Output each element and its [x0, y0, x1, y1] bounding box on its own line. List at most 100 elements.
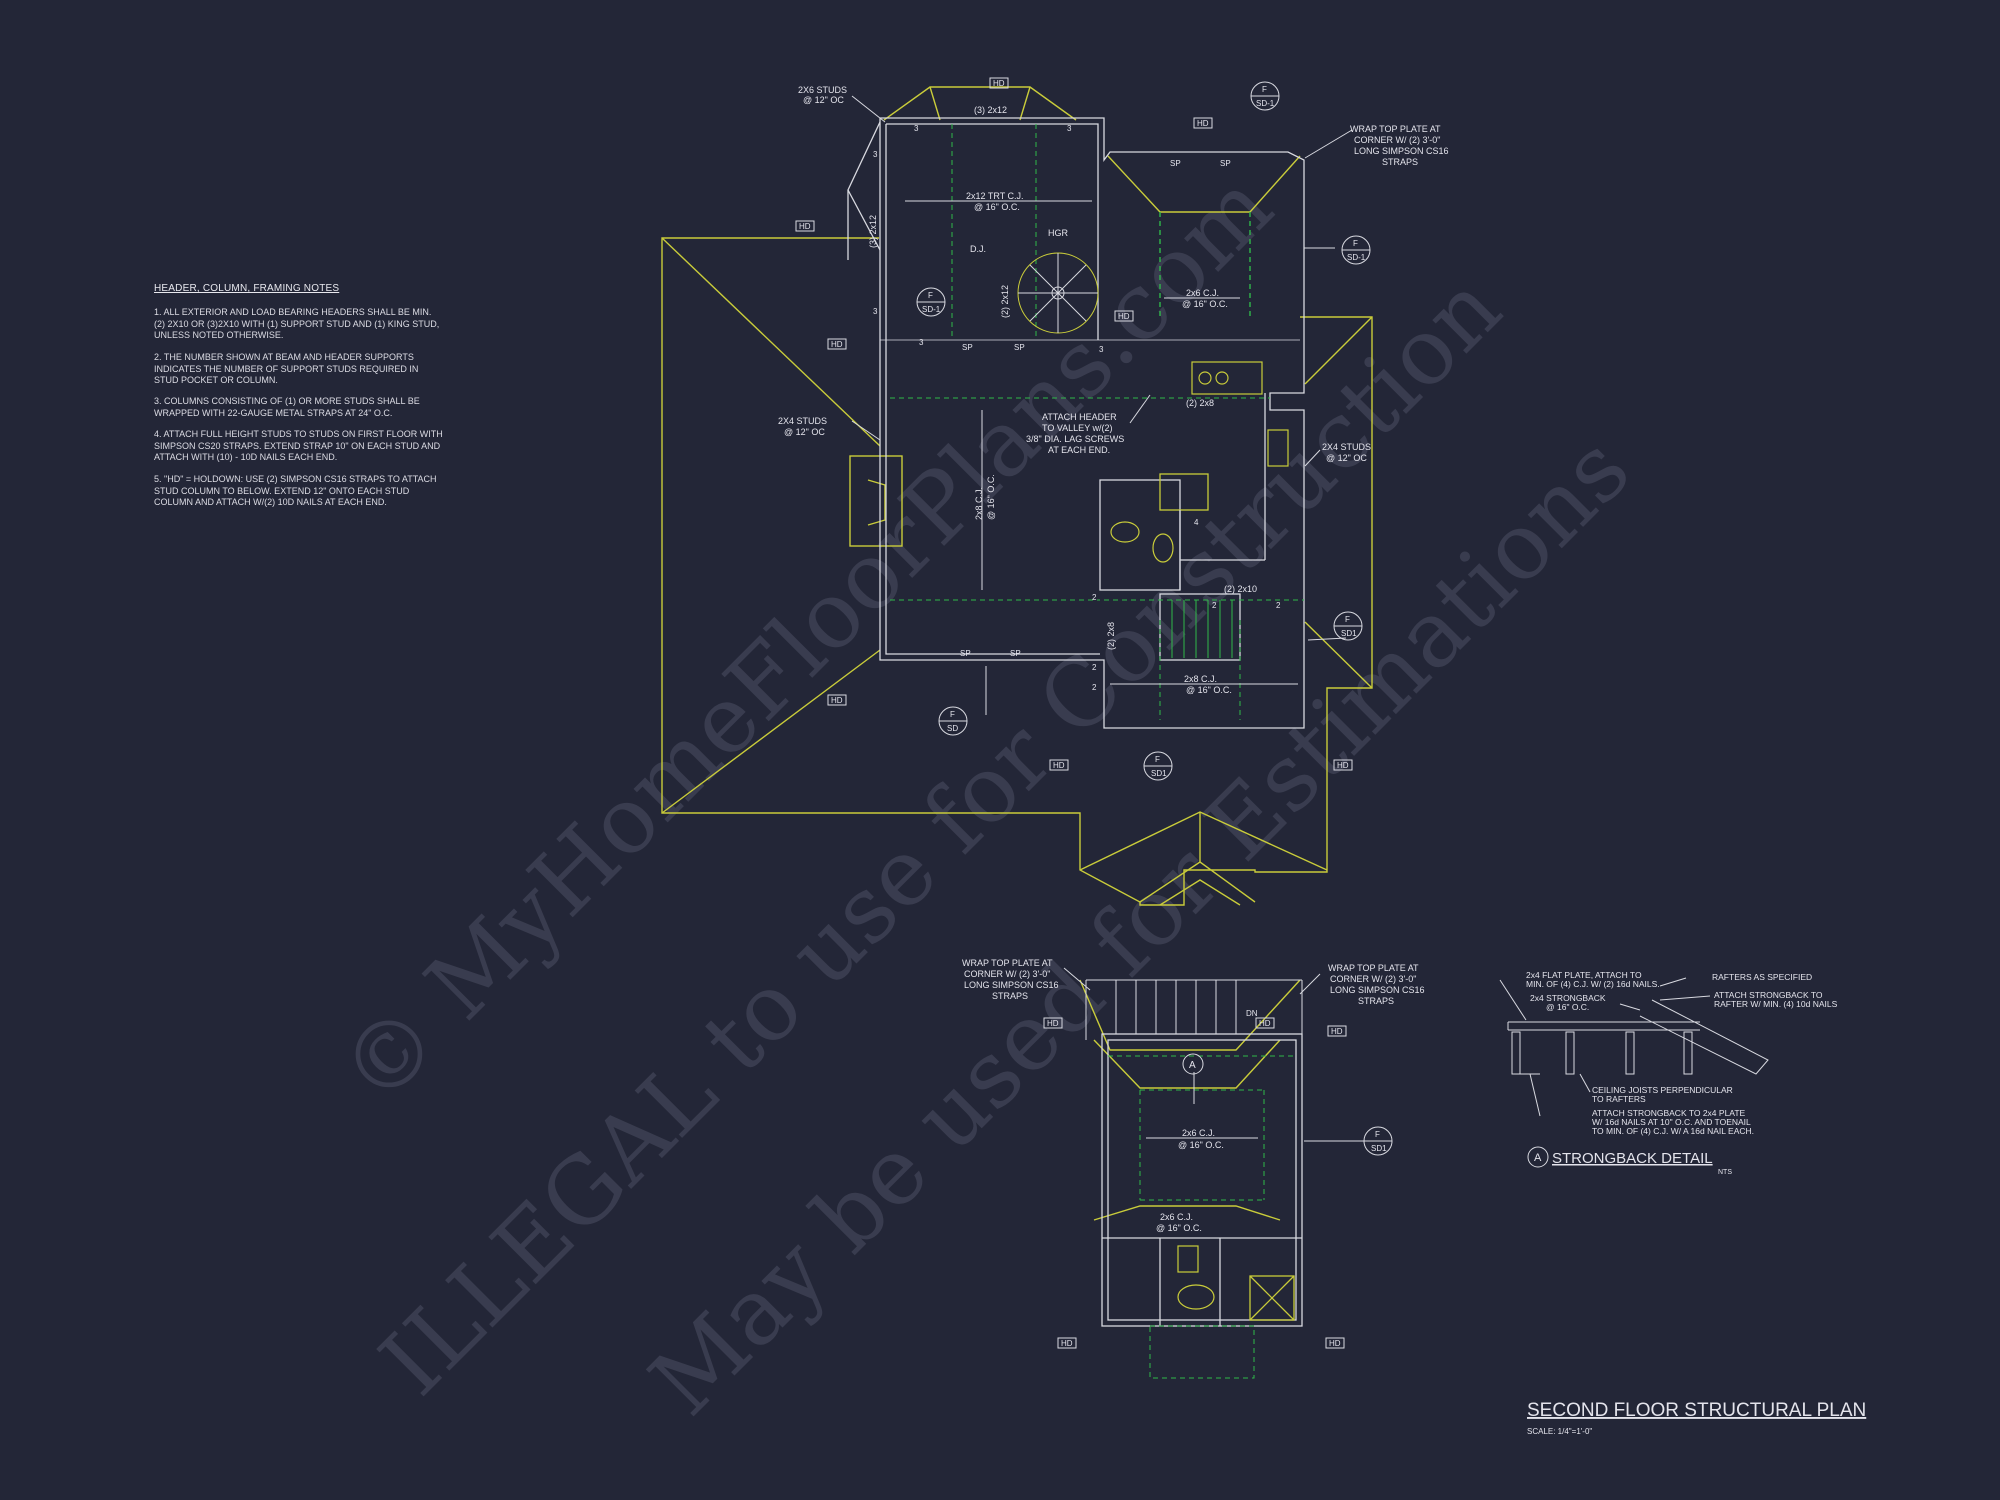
- label-cj-2x6-low2: 2x6 C.J.: [1160, 1212, 1193, 1222]
- label-dj: D.J.: [970, 244, 986, 254]
- svg-text:HD: HD: [1337, 761, 1349, 770]
- label-16oc: @ 16" O.C.: [974, 202, 1020, 212]
- detail-flat-plate-1: 2x4 FLAT PLATE, ATTACH TO: [1526, 970, 1642, 980]
- stair-treads: [1171, 600, 1233, 658]
- wrap-plate-lowr-2: CORNER W/ (2) 3'-0": [1330, 974, 1416, 984]
- svg-text:3: 3: [1099, 345, 1104, 354]
- range: [1267, 429, 1289, 467]
- detail-ceiling-joists-2: TO RAFTERS: [1592, 1094, 1646, 1104]
- svg-text:2: 2: [1092, 593, 1097, 602]
- hd-tag: HD: [827, 338, 847, 350]
- label-cj-2x6-low: 2x6 C.J.: [1182, 1128, 1215, 1138]
- svg-text:3: 3: [873, 150, 878, 159]
- callout-a: A: [1182, 1053, 1204, 1075]
- label-dn: DN: [1246, 1009, 1258, 1018]
- framing-note-1: 1. ALL EXTERIOR AND LOAD BEARING HEADERS…: [154, 307, 440, 340]
- detail-ceiling-joists-1: CEILING JOISTS PERPENDICULAR: [1592, 1085, 1733, 1095]
- detail-nts: NTS: [1718, 1169, 1732, 1176]
- label-16oc: @ 16" O.C.: [1182, 299, 1228, 309]
- svg-text:4: 4: [1194, 518, 1199, 527]
- wrap-plate-lowr-3: LONG SIMPSON CS16: [1330, 985, 1425, 995]
- wrap-plate-low-2: CORNER W/ (2) 3'-0": [964, 969, 1050, 979]
- svg-text:SD-1: SD-1: [1347, 253, 1366, 262]
- detail-title: STRONGBACK DETAIL: [1552, 1150, 1713, 1167]
- label-2-2x8v: (2) 2x8: [1106, 622, 1116, 650]
- strongback-labels: 2x4 FLAT PLATE, ATTACH TO MIN. OF (4) C.…: [1526, 970, 1838, 1176]
- strongback-detail: [1499, 977, 1769, 1168]
- hd-tag: HD: [1049, 759, 1069, 771]
- lower-toilet: [1177, 1284, 1215, 1310]
- wrap-plate-lowr-1: WRAP TOP PLATE AT: [1328, 963, 1419, 973]
- joist-lines: [890, 124, 1304, 1379]
- callout-sd1: F SD1: [1333, 611, 1363, 641]
- label-cj-2x8: 2x8 C.J.: [974, 487, 984, 520]
- framing-notes-title: HEADER, COLUMN, FRAMING NOTES: [154, 283, 340, 294]
- svg-text:F: F: [950, 710, 955, 719]
- svg-text:SD1: SD1: [1341, 629, 1357, 638]
- svg-text:HD: HD: [831, 340, 843, 349]
- hd-tag: HD: [795, 220, 815, 232]
- label-2-2x12v: (2) 2x12: [1000, 285, 1010, 318]
- svg-text:SP: SP: [1010, 649, 1021, 658]
- svg-text:HD: HD: [1053, 761, 1065, 770]
- svg-text:2: 2: [1276, 601, 1281, 610]
- svg-text:SP: SP: [960, 649, 971, 658]
- svg-text:2: 2: [1092, 663, 1097, 672]
- label-2x4-studs-r: 2X4 STUDS: [1322, 442, 1371, 452]
- svg-text:F: F: [1353, 239, 1358, 248]
- svg-text:F: F: [1155, 755, 1160, 764]
- label-16oc-low2: @ 16" O.C.: [1156, 1223, 1202, 1233]
- stair-treads-lower: [1085, 979, 1303, 1040]
- callout-sd1: FSD-1: [916, 287, 946, 317]
- wrap-plate-low-3: LONG SIMPSON CS16: [964, 980, 1059, 990]
- svg-text:F: F: [1345, 615, 1350, 624]
- svg-text:SP: SP: [962, 343, 973, 352]
- hd-tag: HD: [1057, 1337, 1077, 1349]
- svg-text:HD: HD: [993, 79, 1005, 88]
- toilet: [1152, 533, 1174, 563]
- label-16oc: @ 16" O.C.: [1186, 685, 1232, 695]
- label-cj-2x6: 2x6 C.J.: [1186, 288, 1219, 298]
- wrap-plate-lowr-4: STRAPS: [1358, 996, 1394, 1006]
- label-12oc: @ 12" OC: [784, 427, 825, 437]
- callout-sd1: F SD-1: [1341, 235, 1371, 265]
- wrap-plate-2: CORNER W/ (2) 3'-0": [1354, 135, 1440, 145]
- label-16oc-low: @ 16" O.C.: [1178, 1140, 1224, 1150]
- attach-header-4: AT EACH END.: [1048, 445, 1110, 455]
- label-cj-2x12: 2x12 TRT C.J.: [966, 191, 1024, 201]
- svg-text:HD: HD: [1061, 1339, 1073, 1348]
- svg-text:HD: HD: [799, 222, 811, 231]
- detail-attach-plate-2: W/ 16d NAILS AT 10" O.C. AND TOENAIL: [1592, 1117, 1751, 1127]
- label-2x4-studs: 2X4 STUDS: [778, 416, 827, 426]
- holdown-tags: HD HD HD HD HD HD HD HD HD HD HD HD HD: [795, 77, 1353, 1349]
- detail-attach-rafter-2: RAFTER W/ MIN. (4) 10d NAILS: [1714, 999, 1838, 1009]
- detail-rafters: RAFTERS AS SPECIFIED: [1712, 972, 1812, 982]
- svg-text:2: 2: [1212, 601, 1217, 610]
- svg-text:3: 3: [914, 124, 919, 133]
- wrap-plate-1: WRAP TOP PLATE AT: [1350, 124, 1441, 134]
- svg-text:3: 3: [1067, 124, 1072, 133]
- callout-sd: FSD: [938, 706, 968, 736]
- label-16oc-v: @ 16" O.C.: [986, 474, 996, 520]
- stud-markers: SP SP SP SP SP SP 3 3 3 3 3 3 4 2 2 2 2 …: [873, 124, 1281, 692]
- hd-tag: HD: [1043, 1017, 1063, 1029]
- spiral-stair: [1017, 252, 1099, 334]
- detail-attach-rafter-1: ATTACH STRONGBACK TO: [1714, 990, 1823, 1000]
- walls: [847, 117, 1305, 1327]
- attach-header-3: 3/8" DIA. LAG SCREWS: [1026, 434, 1124, 444]
- label-hgr: HGR: [1048, 228, 1069, 238]
- label-12oc-r: @ 12" OC: [1326, 453, 1367, 463]
- dimension-lines: [851, 95, 1370, 1142]
- label-2x6-studs: 2X6 STUDS: [798, 85, 847, 95]
- hd-tag: HD: [1193, 117, 1213, 129]
- detail-strongback-1: 2x4 STRONGBACK: [1530, 993, 1606, 1003]
- hd-tag: HD: [1333, 759, 1353, 771]
- wrap-plate-3: LONG SIMPSON CS16: [1354, 146, 1449, 156]
- hd-tag: HD: [827, 694, 847, 706]
- svg-text:HD: HD: [1329, 1339, 1341, 1348]
- label-12oc: @ 12" OC: [803, 95, 844, 105]
- detail-attach-plate-1: ATTACH STRONGBACK TO 2x4 PLATE: [1592, 1108, 1746, 1118]
- detail-strongback-2: @ 16" O.C.: [1546, 1002, 1589, 1012]
